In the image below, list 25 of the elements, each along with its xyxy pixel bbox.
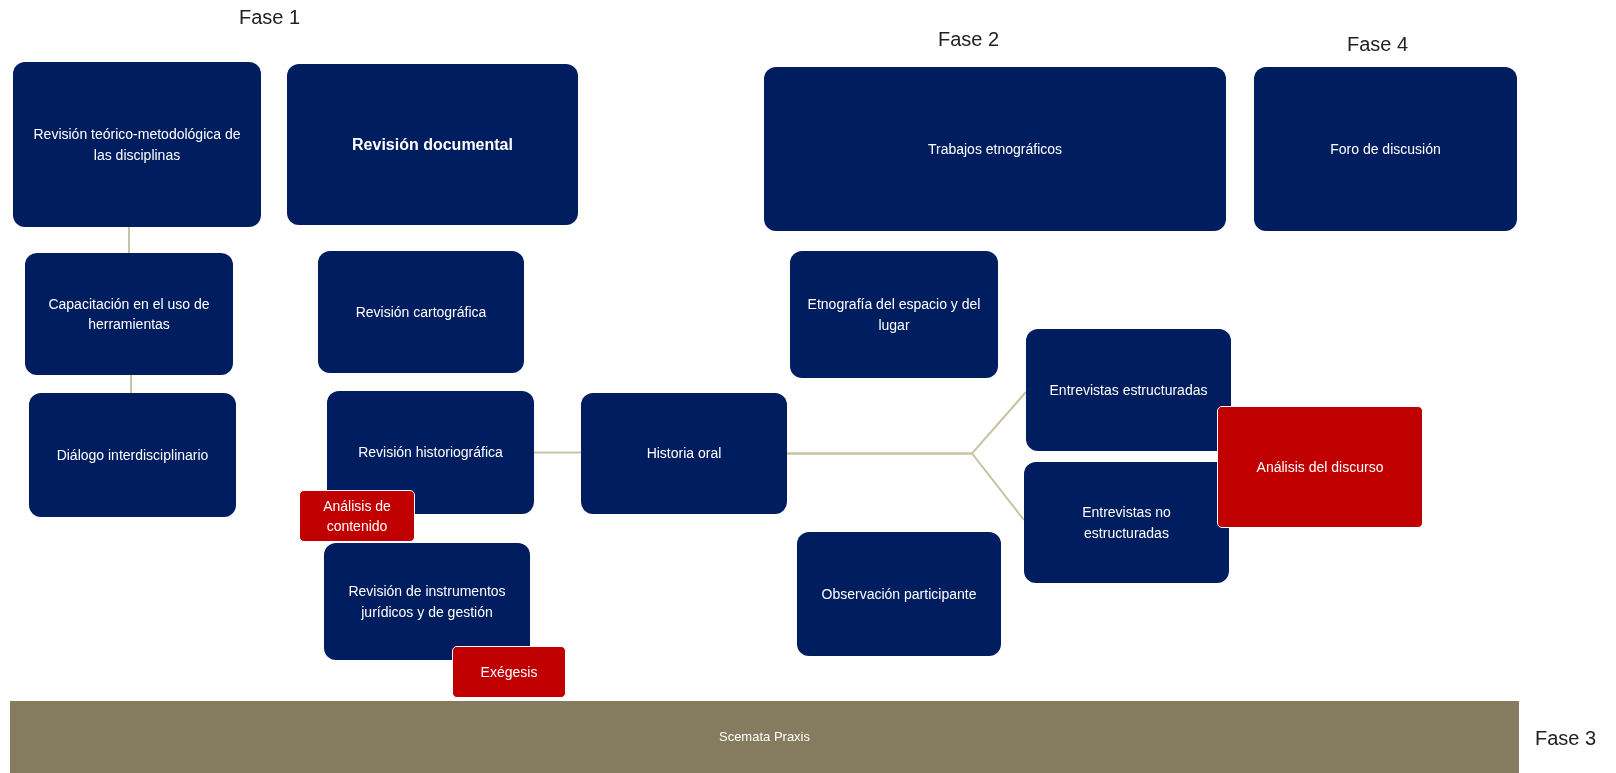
process-box: Entrevistas estructuradas	[1026, 329, 1231, 451]
base-band: Scemata Praxis	[10, 701, 1519, 773]
connector-line	[533, 451, 582, 454]
phase-label: Fase 4	[1347, 33, 1409, 56]
process-box: Entrevistas no estructuradas	[1024, 462, 1229, 583]
connector-line	[128, 226, 130, 254]
method-tag: Análisis de contenido	[299, 490, 415, 542]
process-box: Diálogo interdisciplinario	[29, 393, 236, 517]
connector-line	[786, 452, 1025, 521]
process-box: Historia oral	[581, 393, 787, 514]
phase-label: Fase 1	[239, 6, 301, 29]
process-box: Capacitación en el uso de herramientas	[25, 253, 233, 375]
process-box: Revisión cartográfica	[318, 251, 524, 373]
connector-line	[130, 374, 132, 394]
process-box: Foro de discusión	[1254, 67, 1517, 231]
process-box: Trabajos etnográficos	[764, 67, 1226, 231]
process-box: Observación participante	[797, 532, 1001, 656]
method-tag: Análisis del discurso	[1217, 406, 1423, 528]
process-box: Etnografía del espacio y del lugar	[790, 251, 998, 378]
process-box: Revisión teórico-metodológica de las disciplinas	[13, 62, 261, 227]
phase-label: Fase 3	[1535, 727, 1597, 750]
process-box: Revisión de instrumentos jurídicos y de gestión	[324, 543, 530, 660]
phase-label: Fase 2	[938, 28, 1000, 51]
process-box: Revisión documental	[287, 64, 578, 225]
method-tag: Exégesis	[452, 646, 566, 698]
